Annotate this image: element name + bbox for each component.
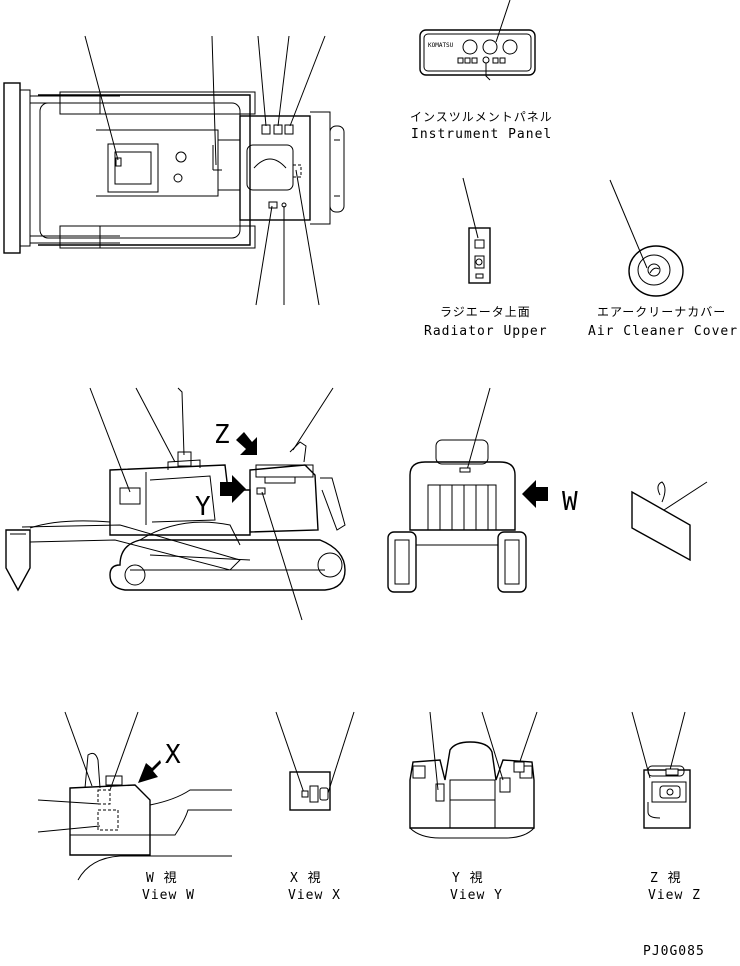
- view-w-label-en: View W: [142, 888, 195, 903]
- instrument-panel-label-en: Instrument Panel: [411, 127, 552, 142]
- decal-detail-right: [631, 481, 708, 562]
- radiator-label-jp: ラジエータ上面: [440, 305, 531, 319]
- radiator-label-en: Radiator Upper: [424, 324, 548, 339]
- panel-brand-text: KOMATSU: [428, 42, 454, 49]
- view-x-label-jp: X 視: [290, 871, 322, 886]
- air-cleaner-label-jp: エアークリーナカバー: [597, 305, 726, 319]
- radiator-upper-diagram: ラジエータ上面 Radiator Upper: [424, 177, 548, 339]
- view-y-label-jp: Y 視: [452, 871, 484, 886]
- marker-x: X: [165, 740, 181, 770]
- view-z-label-jp: Z 視: [650, 871, 682, 886]
- marker-z: Z: [214, 420, 230, 450]
- view-z-label-en: View Z: [648, 888, 701, 903]
- arrow-z: [236, 432, 257, 455]
- side-view-machine: Z Y: [5, 387, 346, 621]
- instrument-panel-label-jp: インスツルメントパネル: [410, 110, 553, 124]
- rear-view-machine: W: [387, 387, 578, 593]
- arrow-x: [138, 760, 161, 783]
- top-view-machine: [3, 35, 345, 306]
- arrow-w: [522, 480, 548, 508]
- instrument-panel-diagram: KOMATSU インスツルメントパネル Instrument Panel: [410, 0, 553, 142]
- view-w-label-jp: W 視: [146, 871, 178, 886]
- view-y-label-en: View Y: [450, 888, 503, 903]
- drawing-code: PJ0G085: [643, 944, 705, 959]
- view-x-label-en: View X: [288, 888, 341, 903]
- air-cleaner-cover-diagram: エアークリーナカバー Air Cleaner Cover: [588, 179, 738, 339]
- view-y-diagram: Y 視 View Y: [409, 711, 538, 903]
- air-cleaner-label-en: Air Cleaner Cover: [588, 324, 738, 339]
- arrow-y: [220, 475, 246, 503]
- view-z-diagram: Z 視 View Z: [631, 711, 701, 903]
- view-x-diagram: X 視 View X: [275, 711, 355, 903]
- marker-w: W: [562, 487, 578, 517]
- view-w-diagram: X W 視 View W: [37, 711, 232, 903]
- marker-y: Y: [195, 492, 211, 522]
